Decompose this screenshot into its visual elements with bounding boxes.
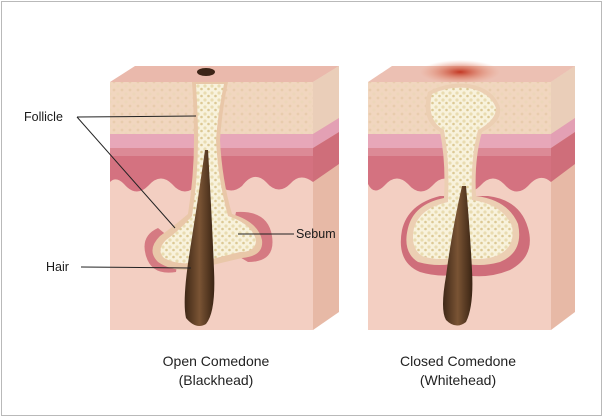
inflammation-spot [420,60,500,84]
caption-closed-comedone: Closed Comedone (Whitehead) [358,352,558,390]
blackhead-plug [197,68,215,76]
caption-open-comedone: Open Comedone (Blackhead) [116,352,316,390]
label-follicle: Follicle [24,110,63,124]
open-comedone-block [110,66,339,330]
caption-open-subtitle: (Blackhead) [116,371,316,390]
caption-open-title: Open Comedone [116,352,316,371]
caption-closed-subtitle: (Whitehead) [358,371,558,390]
label-hair: Hair [46,260,69,274]
caption-closed-title: Closed Comedone [358,352,558,371]
closed-comedone-block [368,60,575,330]
skin-surface-left [110,66,339,82]
label-sebum: Sebum [296,227,336,241]
